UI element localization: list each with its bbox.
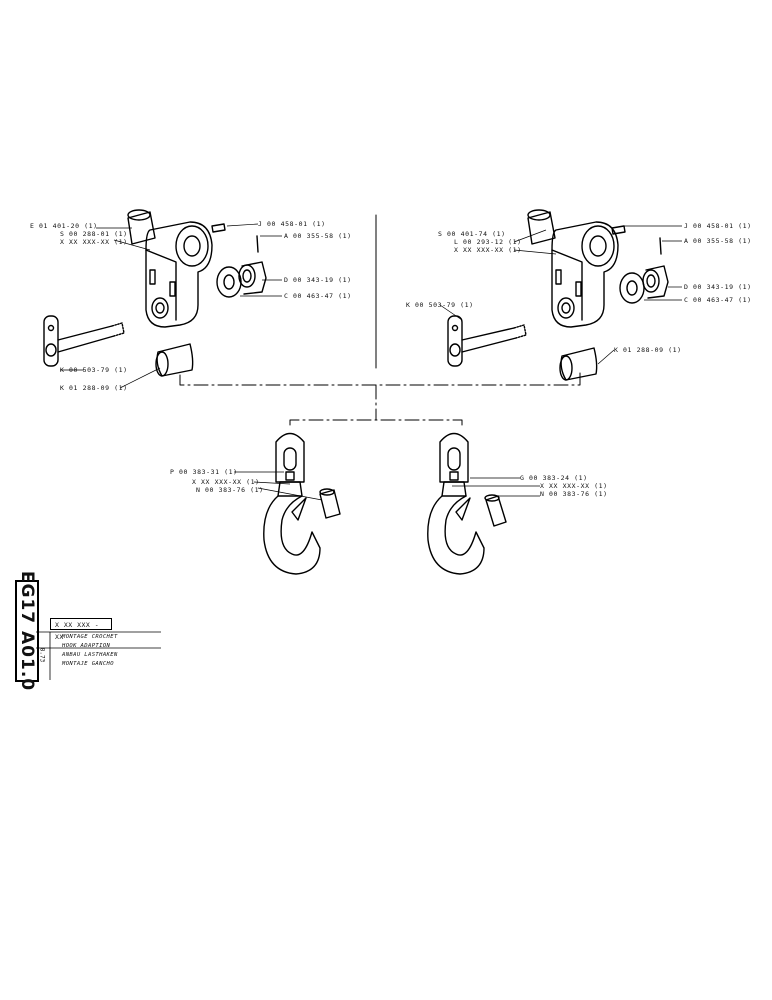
label-k01-288-09-right: K 01 288-09 (1) bbox=[614, 346, 682, 354]
label-xx-hook-right: X XX XXX-XX (1) bbox=[540, 482, 608, 490]
leader-lines bbox=[60, 223, 682, 501]
right-screw bbox=[611, 225, 662, 255]
left-washer bbox=[216, 266, 242, 298]
label-c00-463-47-right: C 00 463-47 (1) bbox=[684, 296, 752, 304]
label-n00-383-76-left: N 00 383-76 (1) bbox=[196, 486, 264, 494]
label-a00-355-58-left: A 00 355-58 (1) bbox=[284, 232, 352, 240]
chain-line-bottom bbox=[289, 384, 463, 426]
label-a00-355-58-right: A 00 355-58 (1) bbox=[684, 237, 752, 245]
left-bushing-top bbox=[127, 209, 156, 245]
reference-code: X XX XXX - XX bbox=[50, 618, 112, 641]
left-nut bbox=[238, 261, 267, 295]
label-p00-383-31: P 00 383-31 (1) bbox=[170, 468, 238, 476]
label-n00-383-76-right: N 00 383-76 (1) bbox=[540, 490, 608, 498]
title-german: ANBAU LASTHAKEN bbox=[62, 652, 118, 658]
chain-line-top bbox=[179, 369, 581, 386]
right-nut bbox=[642, 265, 669, 299]
right-hook-latch bbox=[484, 494, 507, 527]
left-sleeve bbox=[155, 343, 194, 377]
label-j00-458-01-right: J 00 458-01 (1) bbox=[684, 222, 752, 230]
label-xx-right: X XX XXX-XX (1) bbox=[454, 246, 522, 254]
label-d00-343-19-right: D 00 343-19 (1) bbox=[684, 283, 752, 291]
label-e01-401-20: E 01 401-20 (1) bbox=[30, 222, 98, 230]
left-hook-latch bbox=[319, 488, 341, 519]
left-hinge-block bbox=[145, 221, 213, 328]
left-screw bbox=[211, 223, 259, 253]
right-hook bbox=[427, 432, 485, 575]
right-washer bbox=[619, 272, 645, 304]
title-english: HOOK ADAPTION bbox=[62, 643, 111, 649]
left-hook bbox=[263, 432, 321, 575]
label-d00-343-19-left: D 00 343-19 (1) bbox=[284, 276, 352, 284]
label-k00-503-79-left: K 00 503-79 (1) bbox=[60, 366, 128, 374]
label-k00-503-79-right: K 00 503-79 (1) bbox=[406, 301, 474, 309]
label-l00-293-12: L 00 293-12 (1) bbox=[454, 238, 522, 246]
title-spanish: MONTAJE GANCHO bbox=[62, 661, 114, 667]
drawing-number: EG17 A01.0 bbox=[15, 570, 39, 692]
label-xx-left: X XX XXX-XX (1) bbox=[60, 238, 128, 246]
right-bushing-top bbox=[527, 209, 556, 245]
label-xx-hook-left: X XX XXX-XX (1) bbox=[192, 478, 260, 486]
title-block-frame bbox=[36, 631, 161, 680]
label-g00-383-24: G 00 383-24 (1) bbox=[520, 474, 588, 482]
right-bolt-pin bbox=[447, 315, 527, 367]
left-bolt-pin bbox=[43, 315, 125, 367]
label-s00-401-74: S 00 401-74 (1) bbox=[438, 230, 506, 238]
title-french: MONTAGE CROCHET bbox=[62, 634, 118, 640]
right-sleeve bbox=[559, 347, 598, 381]
label-s00-288-01: S 00 288-01 (1) bbox=[60, 230, 128, 238]
label-j00-458-01-left: J 00 458-01 (1) bbox=[258, 220, 326, 228]
label-k01-288-09-left: K 01 288-09 (1) bbox=[60, 384, 128, 392]
right-hinge-block bbox=[551, 221, 619, 328]
label-c00-463-47-left: C 00 463-47 (1) bbox=[284, 292, 352, 300]
